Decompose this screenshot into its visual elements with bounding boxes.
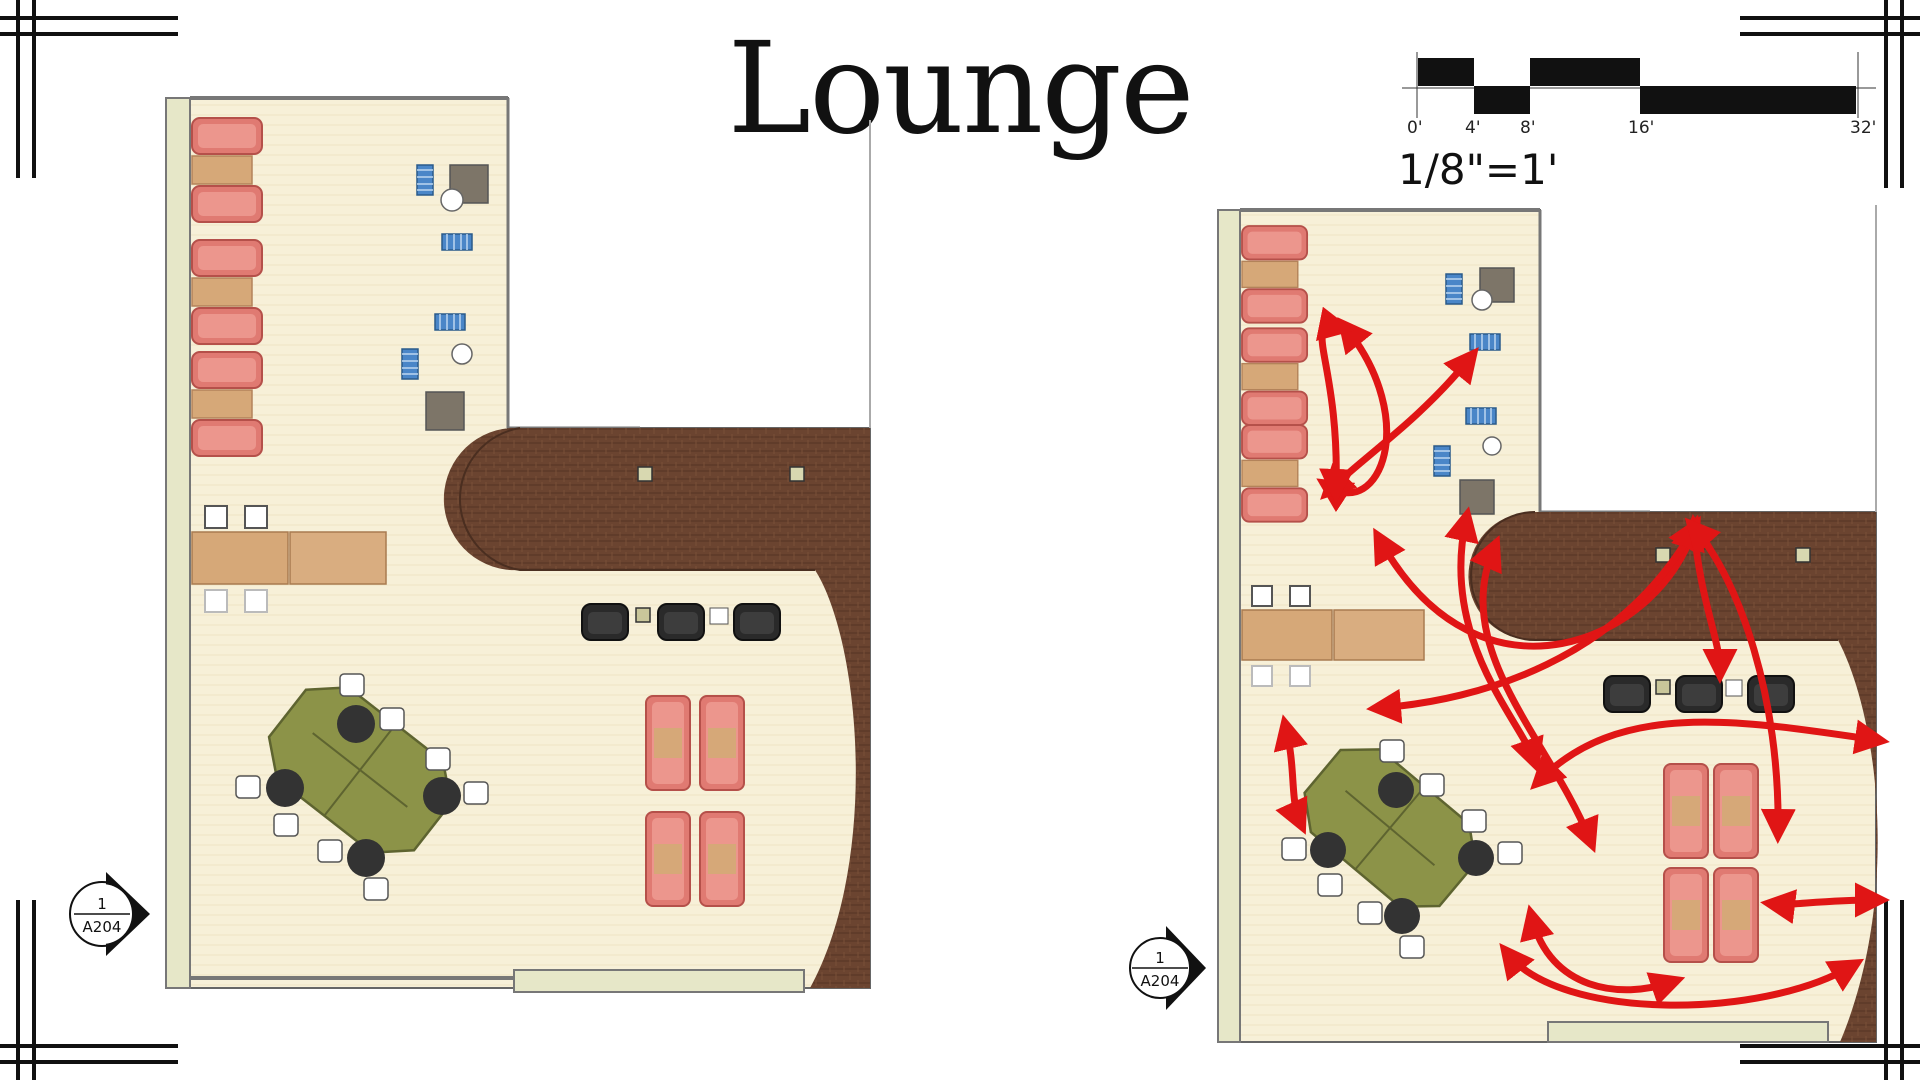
counter bbox=[1241, 609, 1333, 661]
exterior-wall bbox=[165, 97, 191, 989]
circulation-arrow bbox=[1530, 718, 1890, 790]
frame-ornament-bottom-left bbox=[0, 900, 178, 1080]
black-sofa bbox=[581, 603, 629, 641]
circulation-arrows bbox=[1273, 306, 1890, 1009]
circulation-arrow bbox=[1444, 506, 1544, 774]
window bbox=[513, 969, 805, 993]
counter bbox=[191, 531, 289, 585]
section-marker-sheet: A204 bbox=[83, 918, 122, 936]
exterior-wall bbox=[1217, 209, 1241, 1043]
frame-ornament-bottom-right bbox=[1740, 900, 1920, 1080]
frame-ornament-top-left bbox=[0, 0, 178, 178]
scale-tick-16: 16' bbox=[1628, 118, 1655, 138]
scale-note: 1/8"=1' bbox=[1398, 145, 1559, 194]
wood-floor-zone bbox=[443, 428, 870, 988]
sofa-group bbox=[191, 239, 263, 345]
section-marker bbox=[1129, 926, 1206, 1010]
existing-plan bbox=[69, 96, 871, 993]
circulation-plan bbox=[1129, 205, 1890, 1043]
scale-tick-4: 4' bbox=[1465, 118, 1481, 138]
circulation-arrow bbox=[1760, 882, 1890, 924]
section-marker bbox=[69, 872, 150, 956]
page-title: Lounge bbox=[727, 15, 1194, 162]
section-marker-number: 1 bbox=[97, 895, 107, 913]
black-sofa bbox=[733, 603, 781, 641]
sofa-group bbox=[191, 351, 263, 457]
black-sofa bbox=[657, 603, 705, 641]
circulation-arrow bbox=[1499, 943, 1865, 1009]
scale-tick-8: 8' bbox=[1520, 118, 1536, 138]
window bbox=[1547, 1021, 1829, 1043]
circulation-arrow bbox=[1315, 306, 1355, 504]
section-marker-number: 1 bbox=[1155, 949, 1165, 967]
scale-tick-32: 32' bbox=[1850, 118, 1877, 138]
section-marker-sheet: A204 bbox=[1141, 972, 1180, 990]
scale-tick-0: 0' bbox=[1407, 118, 1423, 138]
frame-ornament-top-right bbox=[1740, 0, 1920, 188]
circulation-arrow bbox=[1273, 714, 1308, 835]
scale-bar bbox=[1402, 52, 1876, 118]
sofa-group bbox=[191, 117, 263, 223]
